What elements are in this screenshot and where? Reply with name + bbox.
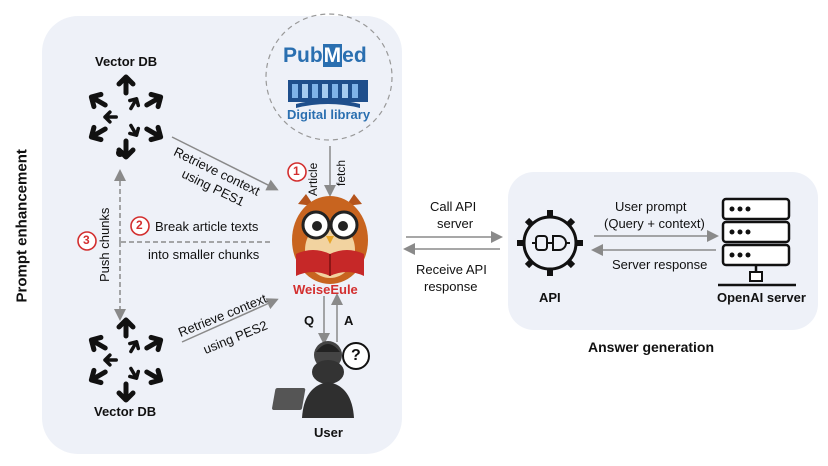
openai-server-label: OpenAI server bbox=[717, 290, 806, 305]
vector-db-bottom-label: Vector DB bbox=[94, 404, 157, 419]
break-chunks-line1: Break article texts bbox=[155, 219, 259, 234]
answer-generation-caption: Answer generation bbox=[588, 339, 715, 355]
q-label: Q bbox=[304, 313, 315, 328]
prompt-enhancement-label: Prompt enhancement bbox=[13, 149, 31, 303]
pubmed-circle bbox=[265, 13, 393, 141]
fetch-label: fetch bbox=[334, 159, 348, 186]
arrow-retrieve-pes1 bbox=[171, 136, 279, 191]
step-2-number: 2 bbox=[136, 218, 143, 232]
user-icon bbox=[272, 341, 370, 418]
break-chunks-line2: into smaller chunks bbox=[148, 247, 260, 262]
arrow-retrieve-pes2 bbox=[181, 298, 279, 343]
library-icon bbox=[288, 80, 368, 108]
user-label: User bbox=[314, 425, 343, 440]
question-mark: ? bbox=[351, 347, 361, 364]
vector-db-top-icon bbox=[88, 77, 164, 157]
a-label: A bbox=[344, 313, 354, 328]
server-response-label: Server response bbox=[612, 257, 708, 272]
article-label: Article bbox=[306, 162, 320, 196]
call-api-line2: server bbox=[437, 216, 474, 231]
call-api-line1: Call API bbox=[430, 199, 477, 214]
step-1-number: 1 bbox=[293, 164, 300, 178]
weiseeule-label: WeiseEule bbox=[293, 282, 358, 297]
pubmed-logo: PubMed bbox=[283, 44, 367, 67]
receive-api-line2: response bbox=[424, 279, 478, 294]
digital-library-label: Digital library bbox=[287, 107, 371, 122]
api-label: API bbox=[539, 290, 561, 305]
api-gear-icon bbox=[517, 210, 583, 276]
step-3-number: 3 bbox=[83, 233, 90, 247]
push-chunks-label: Push chunks bbox=[97, 207, 112, 282]
weiseeule-owl-icon bbox=[292, 194, 368, 284]
step-3-badge bbox=[77, 231, 97, 251]
vector-db-bottom-icon bbox=[88, 320, 164, 400]
openai-server-icon bbox=[718, 197, 796, 287]
step-1-badge bbox=[287, 162, 307, 182]
user-prompt-line2: (Query + context) bbox=[604, 216, 705, 231]
question-bubble-icon bbox=[342, 342, 370, 370]
vector-db-top-label: Vector DB bbox=[95, 54, 158, 69]
user-prompt-line1: User prompt bbox=[615, 199, 687, 214]
receive-api-line1: Receive API bbox=[416, 262, 487, 277]
step-2-badge bbox=[130, 216, 150, 236]
